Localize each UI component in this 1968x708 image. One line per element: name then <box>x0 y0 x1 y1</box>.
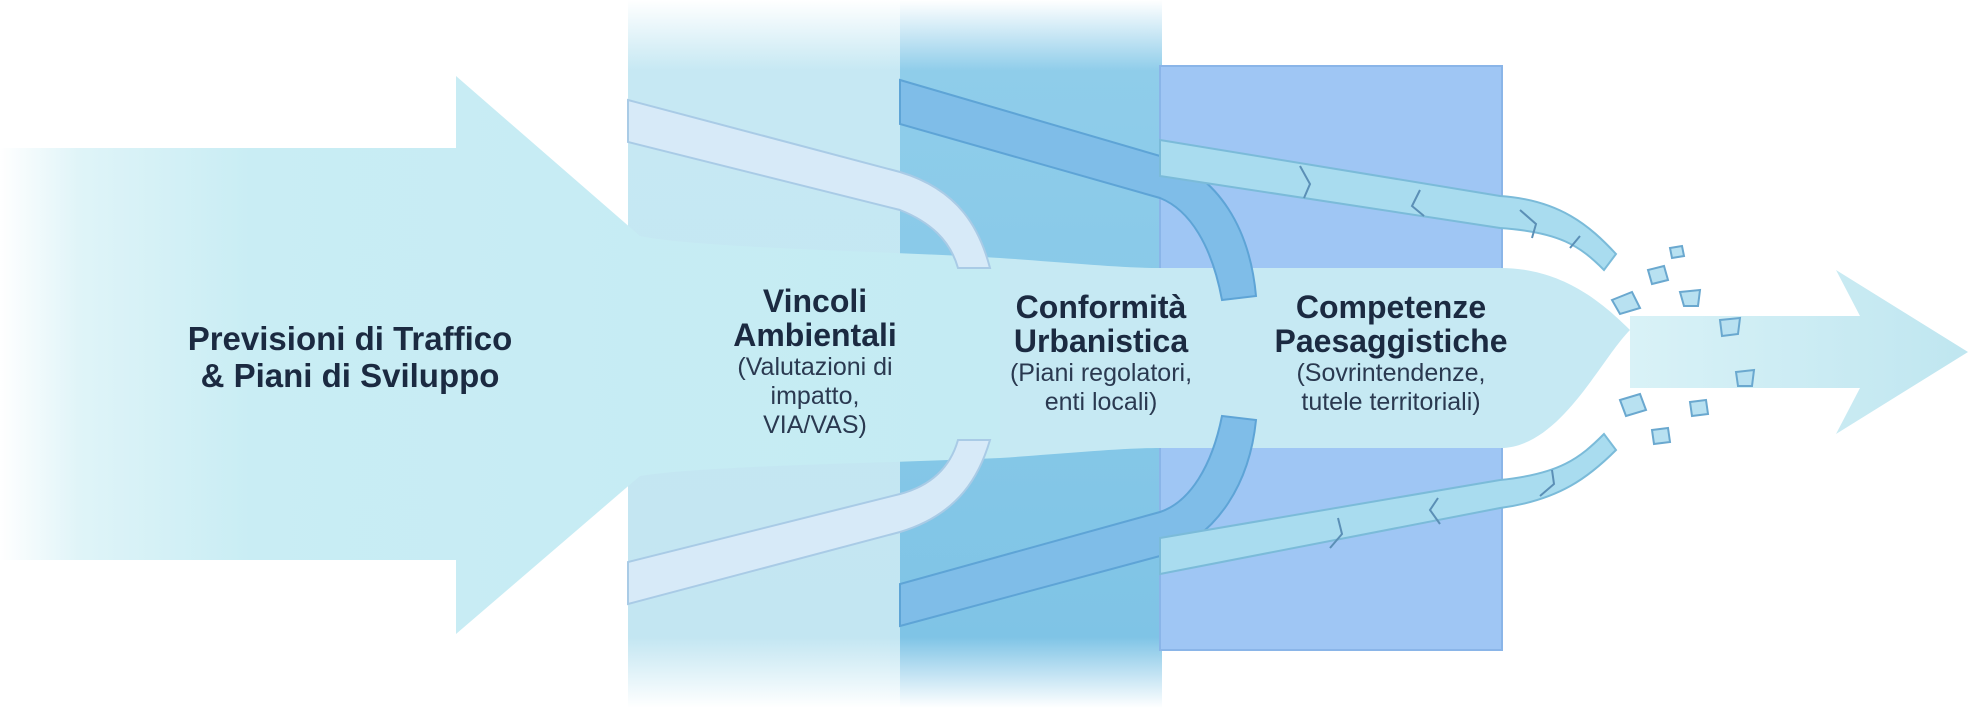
stage-urban-label: Conformità Urbanistica (Piani regolatori… <box>976 290 1226 416</box>
stage-environmental-label: Vincoli Ambientali (Valutazioni di impat… <box>700 284 930 439</box>
stage-subtitle-line-1: (Sovrintendenze, <box>1296 359 1486 387</box>
stage-subtitle-line-2: impatto, <box>770 382 860 410</box>
stage-landscape-label: Competenze Paesaggistiche (Sovrintendenz… <box>1256 290 1526 416</box>
landscape-tube-bottom <box>1159 432 1618 576</box>
stage-traffic-forecast-label: Previsioni di Traffico & Piani di Svilup… <box>170 320 530 394</box>
main-flow-arrow <box>0 76 1000 634</box>
stage-title-line-2: Urbanistica <box>1013 323 1189 359</box>
environmental-deflector-bottom <box>627 439 992 606</box>
output-arrow <box>1630 270 1968 434</box>
stage-subtitle-line-2: tutele territoriali) <box>1301 388 1481 416</box>
stage-subtitle-line-1: (Piani regolatori, <box>1009 359 1193 387</box>
stage-title-line-1: Previsioni di Traffico <box>187 320 513 357</box>
environmental-deflector-top <box>627 98 992 269</box>
stage-subtitle-line-2: enti locali) <box>1044 388 1158 416</box>
landscape-channel <box>1000 258 1630 458</box>
stage-title-line-1: Conformità <box>1015 289 1187 325</box>
stage-title-line-1: Competenze <box>1295 289 1487 325</box>
landscape-tube-top <box>1159 138 1618 272</box>
broken-fragments <box>1610 244 1756 446</box>
stage-title-line-2: Paesaggistiche <box>1274 323 1508 359</box>
crack-lines <box>1299 165 1581 549</box>
stage-subtitle-line-1: (Valutazioni di <box>737 353 893 381</box>
stage-subtitle-line-3: VIA/VAS) <box>763 411 867 439</box>
stage-title-line-1: Vincoli <box>762 283 868 319</box>
stage-title-line-2: Ambientali <box>733 317 897 353</box>
stage-title-line-2: & Piani di Sviluppo <box>200 357 500 394</box>
